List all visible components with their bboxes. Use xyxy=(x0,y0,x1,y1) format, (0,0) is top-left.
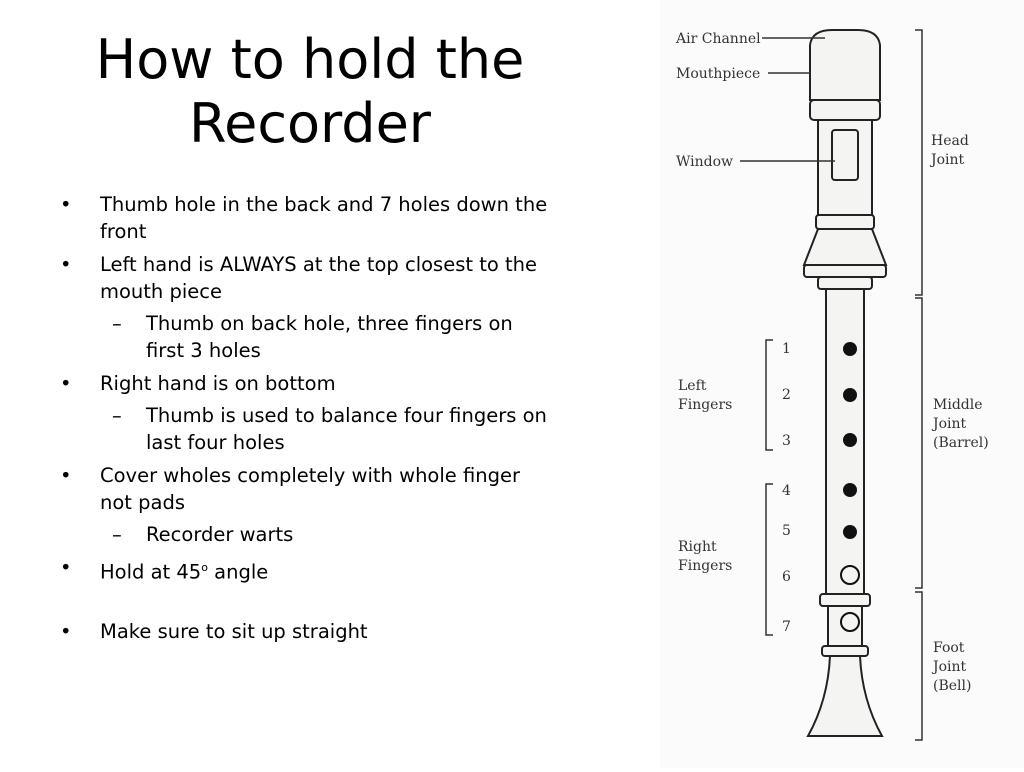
head-joint-label: Joint xyxy=(929,152,965,168)
bullet-text: Left hand is ALWAYS at the top closest t… xyxy=(100,253,537,303)
dash-mark: – xyxy=(112,404,122,427)
sub-bullet-item: – Thumb is used to balance four fingers o… xyxy=(60,402,550,456)
dash-mark: – xyxy=(112,523,122,546)
dash-mark: – xyxy=(112,312,122,335)
bullet-text: Right hand is on bottom xyxy=(100,372,336,395)
air-channel-label: Air Channel xyxy=(675,31,761,47)
finger-hole xyxy=(843,388,857,402)
head-bracket xyxy=(915,29,923,296)
head-flare xyxy=(802,228,888,266)
bullet-text-before: Hold at 45 xyxy=(100,560,202,584)
finger-hole xyxy=(843,433,857,447)
hole-number: 1 xyxy=(782,341,791,357)
bullet-item: • Left hand is ALWAYS at the top closest … xyxy=(60,251,550,305)
foot-label: Foot xyxy=(933,640,965,656)
right-fingers-label: Fingers xyxy=(678,558,732,574)
degree-superscript: o xyxy=(201,561,208,574)
hole-number: 7 xyxy=(782,619,791,635)
head-ring xyxy=(809,99,881,121)
sub-bullet-text: Thumb is used to balance four fingers on… xyxy=(146,404,547,454)
foot-ring-lower xyxy=(821,645,869,657)
window-label: Window xyxy=(676,154,733,170)
bullet-item: • Cover wholes completely with whole fing… xyxy=(60,462,550,516)
head-joint-ring xyxy=(803,264,887,278)
left-fingers-label: Fingers xyxy=(678,397,732,413)
finger-hole xyxy=(843,342,857,356)
left-fingers-bracket xyxy=(765,339,773,451)
bullet-mark: • xyxy=(60,372,72,395)
title-line-1: How to hold the xyxy=(95,28,525,91)
foot-joint-label: Joint xyxy=(931,659,967,675)
barrel-label: (Barrel) xyxy=(933,435,989,451)
finger-hole-double xyxy=(840,565,860,585)
hole-number: 5 xyxy=(782,523,791,539)
bullet-mark: • xyxy=(60,193,72,216)
bullet-item: • Thumb hole in the back and 7 holes down… xyxy=(60,191,550,245)
bell-label: (Bell) xyxy=(933,678,971,694)
sub-bullet-item: – Recorder warts xyxy=(60,521,550,548)
bullet-text: Thumb hole in the back and 7 holes down … xyxy=(100,193,548,243)
middle-joint-label: Joint xyxy=(931,416,967,432)
finger-hole-double xyxy=(840,612,860,632)
middle-label: Middle xyxy=(933,397,983,413)
foot-body xyxy=(827,605,863,647)
window-shape xyxy=(831,129,859,181)
middle-ring xyxy=(817,276,873,290)
middle-bracket xyxy=(915,297,923,589)
head-ring-lower xyxy=(815,214,875,230)
bullet-item: • Make sure to sit up straight xyxy=(60,618,550,645)
hole-number: 2 xyxy=(782,387,791,403)
title-line-2: Recorder xyxy=(189,92,431,155)
recorder-diagram: Air Channel Mouthpiece Window Head Joint… xyxy=(660,0,1024,768)
left-label: Left xyxy=(678,378,707,394)
bullet-mark: • xyxy=(60,556,72,579)
bullet-text: Cover wholes completely with whole finge… xyxy=(100,464,521,514)
bullet-item: • Right hand is on bottom xyxy=(60,370,550,397)
right-label: Right xyxy=(678,539,717,555)
sub-bullet-text: Recorder warts xyxy=(146,523,294,546)
bullet-text: Make sure to sit up straight xyxy=(100,619,368,643)
head-label: Head xyxy=(931,133,969,149)
finger-holes xyxy=(840,342,860,632)
finger-hole xyxy=(843,483,857,497)
foot-ring xyxy=(819,593,871,607)
bullet-mark: • xyxy=(60,464,72,487)
hole-number: 6 xyxy=(782,569,791,585)
right-fingers-bracket xyxy=(765,483,773,636)
hole-number: 3 xyxy=(782,433,791,449)
hole-number: 4 xyxy=(782,483,791,499)
bullet-mark: • xyxy=(60,619,72,643)
finger-hole xyxy=(843,525,857,539)
sub-bullet-item: – Thumb on back hole, three fingers on fi… xyxy=(60,310,550,364)
bullet-text-after: angle xyxy=(207,560,269,584)
bullet-mark: • xyxy=(60,253,72,276)
bell-shape xyxy=(806,655,884,737)
label-leaders xyxy=(740,29,923,741)
mouthpiece-label: Mouthpiece xyxy=(676,66,760,82)
bullet-list: • Thumb hole in the back and 7 holes down… xyxy=(60,185,550,645)
mouthpiece-shape xyxy=(809,29,881,101)
foot-bracket xyxy=(915,591,923,741)
bullet-item: • Hold at 45o angle xyxy=(60,554,550,586)
recorder-diagram-svg: Air Channel Mouthpiece Window Head Joint… xyxy=(675,29,989,741)
sub-bullet-text: Thumb on back hole, three fingers on fir… xyxy=(146,312,513,362)
slide-title: How to hold the Recorder xyxy=(40,28,580,156)
